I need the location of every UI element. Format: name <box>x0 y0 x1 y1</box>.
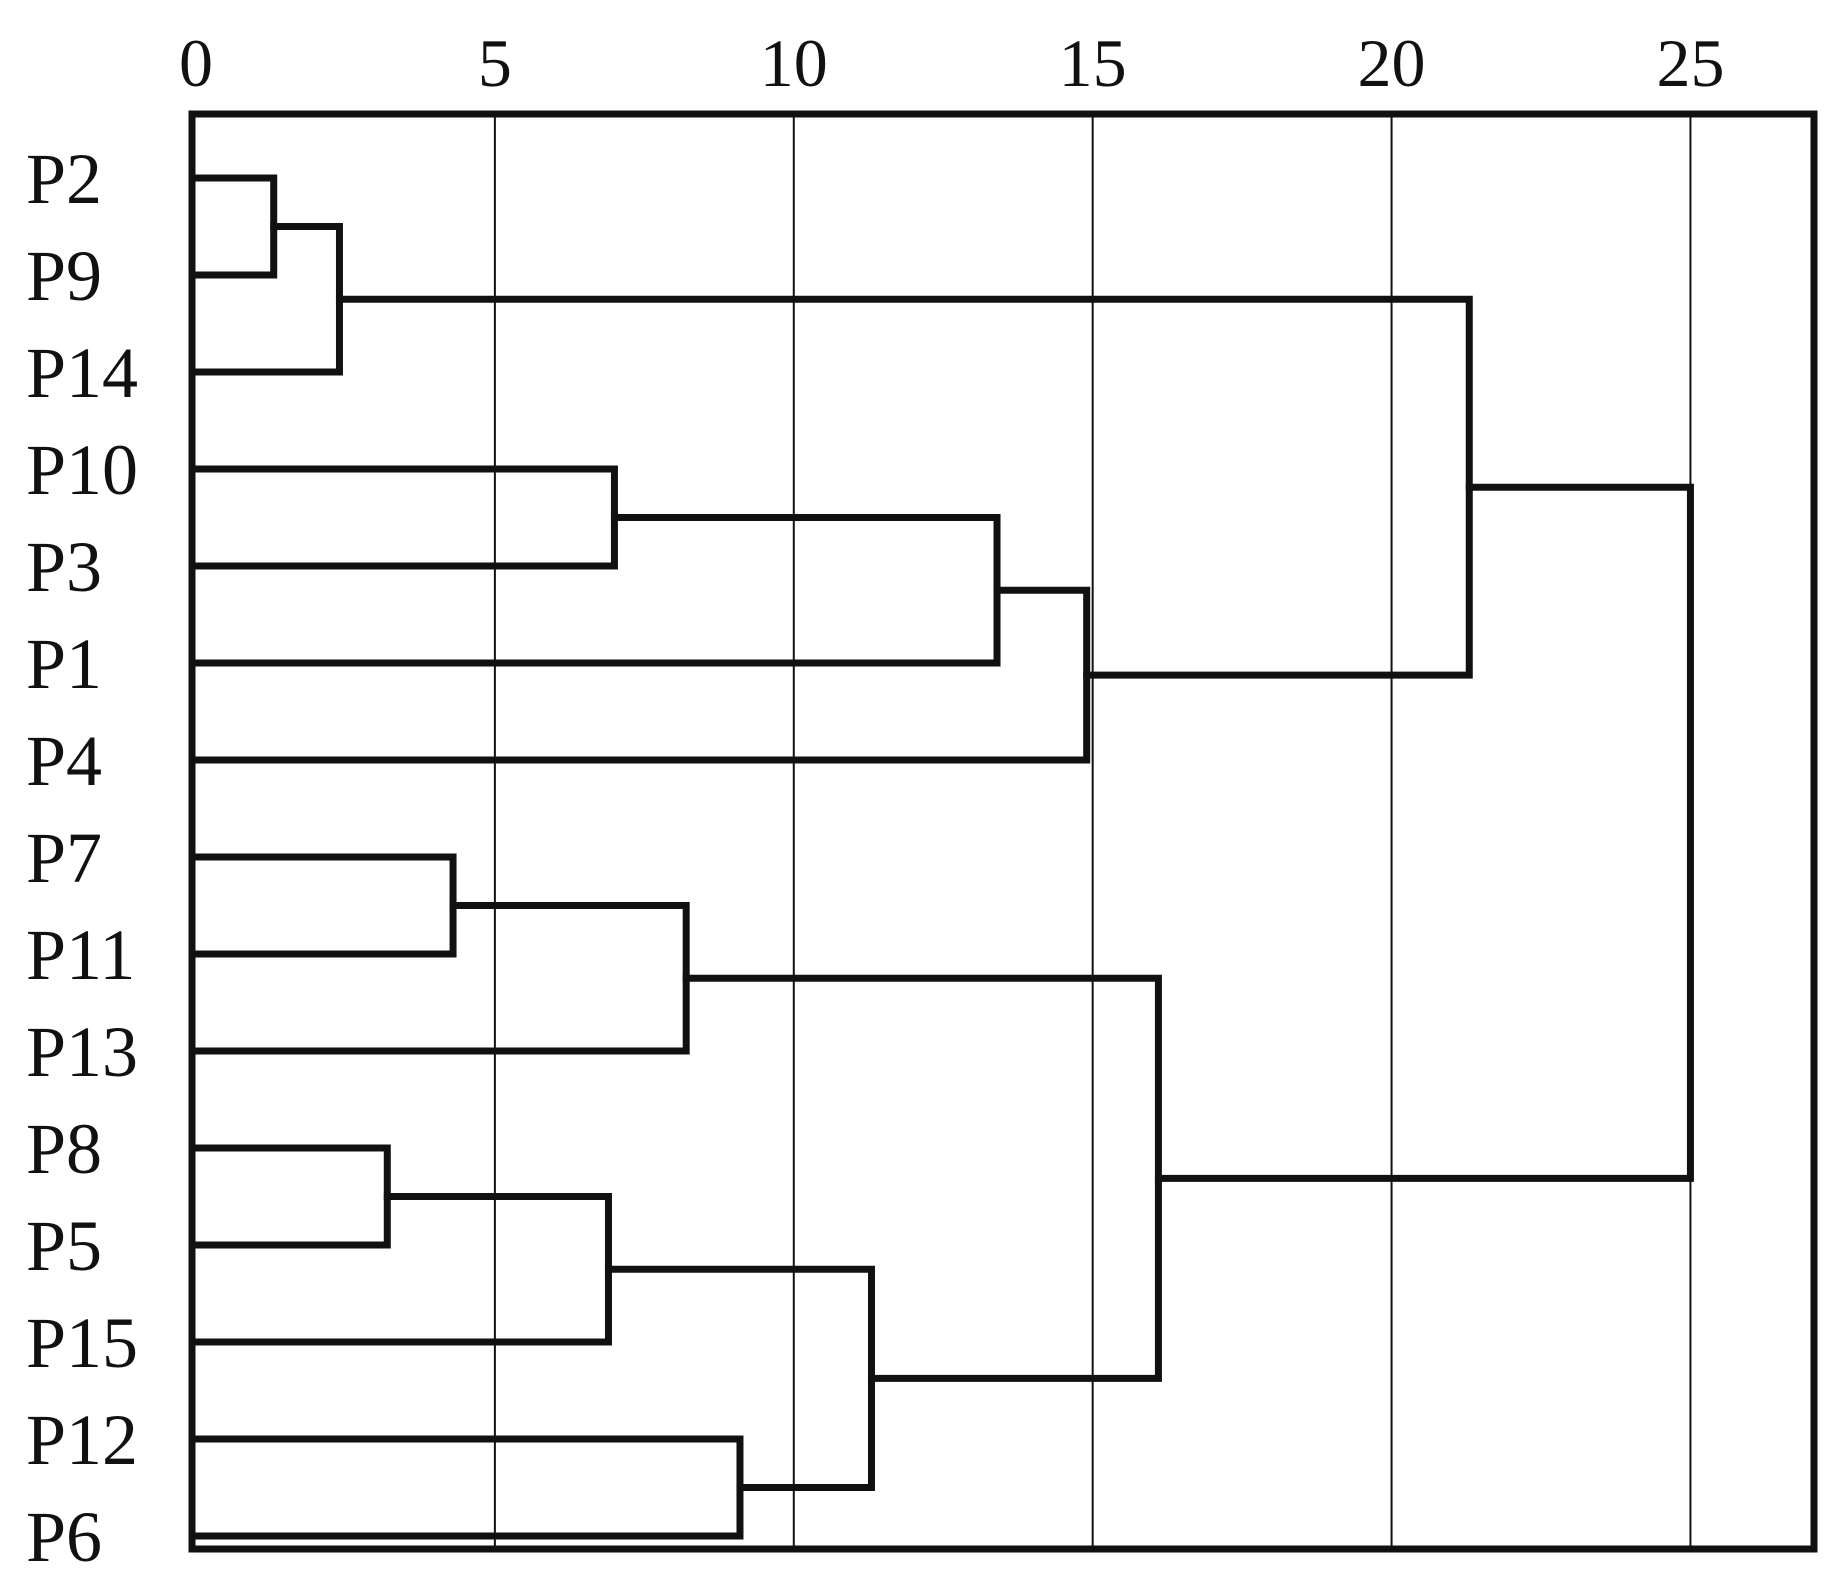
leaf-label-p5: P5 <box>26 1206 102 1286</box>
merge-m13 <box>682 974 1162 1382</box>
merge-m9 <box>192 1144 391 1249</box>
x-axis-ticks: 0 5 10 15 20 25 <box>179 25 1724 101</box>
x-tick-label-10: 10 <box>760 25 828 101</box>
x-tick-label-0: 0 <box>179 25 213 101</box>
merge-m8 <box>192 902 690 1055</box>
x-tick-label-25: 25 <box>1656 25 1724 101</box>
merge-m7 <box>192 853 457 958</box>
leaf-label-p1: P1 <box>26 624 102 704</box>
plot-frame <box>188 110 1818 1553</box>
leaf-label-p6: P6 <box>26 1497 102 1577</box>
merge-m14 <box>1154 483 1694 1182</box>
leaf-label-p7: P7 <box>26 818 102 898</box>
leaf-label-p3: P3 <box>26 527 102 607</box>
dendrogram-branches <box>192 174 1694 1540</box>
merge-m10 <box>192 1193 612 1346</box>
x-tick-label-20: 20 <box>1358 25 1426 101</box>
merge-m3 <box>192 465 618 570</box>
merge-m2 <box>192 223 343 376</box>
leaf-label-p9: P9 <box>26 236 102 316</box>
grid-lines <box>493 114 1692 1549</box>
leaf-label-p8: P8 <box>26 1109 102 1189</box>
leaf-label-p4: P4 <box>26 721 102 801</box>
leaf-label-p13: P13 <box>26 1012 138 1092</box>
leaf-label-p11: P11 <box>26 915 135 995</box>
merge-m6 <box>335 295 1473 679</box>
merge-m4 <box>192 514 1001 667</box>
x-tick-label-5: 5 <box>478 25 512 101</box>
leaf-label-p14: P14 <box>26 333 138 413</box>
merge-m5 <box>192 586 1091 764</box>
leaf-label-p12: P12 <box>26 1400 138 1480</box>
merge-m11 <box>192 1435 744 1540</box>
leaf-label-p10: P10 <box>26 430 138 510</box>
leaf-label-p2: P2 <box>26 139 102 219</box>
x-tick-label-15: 15 <box>1059 25 1127 101</box>
merge-m1 <box>192 174 278 279</box>
leaf-label-p15: P15 <box>26 1303 138 1383</box>
